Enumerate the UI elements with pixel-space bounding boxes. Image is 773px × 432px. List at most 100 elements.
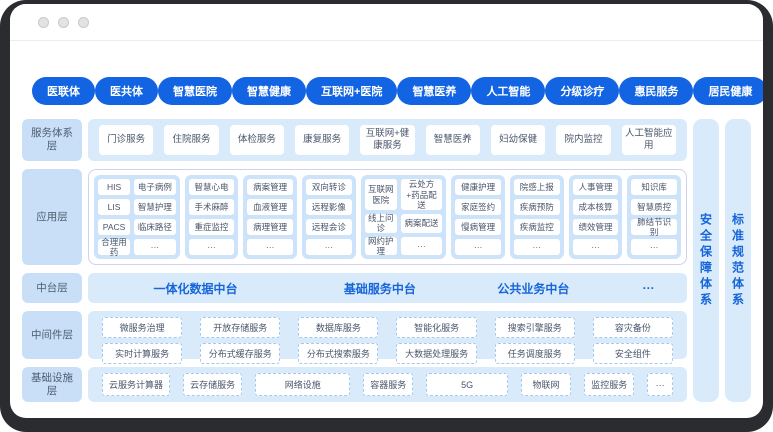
pill-tab[interactable]: 惠民服务 (619, 77, 694, 105)
app-item: 成本核算 (572, 199, 619, 215)
app-item: LIS (98, 199, 131, 215)
app-item: 双向转诊 (305, 179, 352, 195)
app-item: 云处方+药品配送 (400, 179, 443, 211)
pill-tab[interactable]: 医联体 (32, 77, 95, 105)
platform-item: 一体化数据中台 (153, 281, 238, 296)
window-control-dot-icon[interactable] (58, 16, 69, 28)
app-item: 健康护理 (455, 179, 501, 195)
app-column: 双向转诊远程影像远程会诊 ··· (301, 175, 356, 259)
app-column: 院感上报疾病预防疾病监控··· (509, 175, 564, 259)
middleware-item: 容灾备份 (592, 317, 673, 338)
layers-grid: 服务体系层 门诊服务住院服务体检服务康复服务互联网+健康服务智慧医养妇幼保健院内… (22, 119, 751, 402)
top-pill-tabs: 医联体医共体智慧医院智慧健康互联网+医院智慧医养人工智能分级诊疗惠民服务居民健康… (32, 77, 763, 105)
browser-window: 医联体医共体智慧医院智慧健康互联网+医院智慧医养人工智能分级诊疗惠民服务居民健康… (10, 4, 763, 418)
middleware-item: 搜索引擎服务 (494, 317, 575, 338)
platform-item: 公共业务中台 (497, 281, 570, 296)
service-item: 住院服务 (164, 125, 219, 155)
app-item: HIS (98, 179, 131, 195)
app-item: 病案管理 (247, 179, 293, 195)
app-item: 远程会诊 (305, 219, 352, 235)
app-item: 病理管理 (247, 219, 293, 235)
app-item: 互联网医院 (364, 179, 397, 211)
app-column: 互联网医院云处方+药品配送线上问诊病案配送网约护理··· (360, 175, 447, 259)
service-item: 院内监控 (556, 125, 611, 155)
infrastructure-item: 监控服务 (584, 373, 635, 396)
middleware-item: 智能化服务 (396, 317, 477, 338)
platform-item: 基础服务中台 (343, 281, 416, 296)
service-item: 互联网+健康服务 (360, 125, 415, 155)
pill-tab[interactable]: 医共体 (95, 77, 158, 105)
middleware-item: 任务调度服务 (494, 343, 575, 364)
app-item: ··· (305, 239, 352, 255)
app-item: 智慧质控 (631, 199, 677, 215)
security-system-bar: 安全保障体系 (693, 119, 719, 402)
app-item: 电子病例 (134, 179, 176, 195)
service-item: 人工智能应用 (621, 125, 676, 155)
infrastructure-item: ··· (647, 373, 673, 396)
service-item: 妇幼保健 (490, 125, 546, 155)
infrastructure-item: 网络设施 (255, 373, 351, 396)
window-titlebar (10, 4, 763, 41)
platform-item: ··· (642, 281, 655, 295)
pill-tab[interactable]: 智慧医养 (397, 77, 472, 105)
app-column: 智慧心电手术麻醉重症监控··· (184, 175, 239, 259)
middleware-item: 安全组件 (592, 343, 673, 364)
pill-tab[interactable]: 智慧医院 (158, 77, 232, 105)
standards-system-bar: 标准规范体系 (725, 119, 751, 402)
app-item: ··· (455, 239, 501, 255)
window-control-dot-icon[interactable] (38, 16, 49, 28)
app-item: 人事管理 (572, 179, 619, 195)
app-item: 慢病管理 (455, 219, 501, 235)
middleware-item: 微服务治理 (102, 317, 183, 338)
app-item: 临床路径 (134, 219, 176, 235)
service-layer-row: 门诊服务住院服务体检服务康复服务互联网+健康服务智慧医养妇幼保健院内监控人工智能… (88, 119, 687, 161)
layer-label-middleware: 中间件层 (22, 311, 82, 359)
service-item: 体检服务 (229, 125, 284, 155)
layer-label-service: 服务体系层 (22, 119, 82, 161)
app-item: 绩效管理 (572, 219, 619, 235)
app-column: 病案管理血液管理病理管理 ··· (243, 175, 297, 259)
pill-tab[interactable]: 居民健康 (693, 77, 763, 105)
app-item: 血液管理 (247, 199, 293, 215)
app-item: 远程影像 (305, 199, 352, 215)
pill-tab[interactable]: 互联网+医院 (306, 77, 398, 105)
infrastructure-item: 5G (426, 373, 508, 396)
app-item: 网约护理 (364, 236, 397, 256)
pill-tab[interactable]: 人工智能 (471, 77, 546, 105)
infrastructure-item: 物联网 (520, 373, 572, 396)
middleware-item: 数据库服务 (298, 317, 379, 338)
app-item: 疾病监控 (513, 219, 560, 235)
app-item: ··· (247, 239, 293, 255)
pill-tab[interactable]: 分级诊疗 (545, 77, 620, 105)
middleware-item: 分布式搜索服务 (298, 343, 379, 364)
middleware-item: 实时计算服务 (102, 343, 183, 364)
app-item: 合理用药 (98, 237, 131, 257)
middleware-item: 开放存储服务 (200, 317, 281, 338)
diagram-content: 医联体医共体智慧医院智慧健康互联网+医院智慧医养人工智能分级诊疗惠民服务居民健康… (10, 77, 763, 402)
service-item: 康复服务 (294, 125, 350, 155)
pill-tab[interactable]: 智慧健康 (232, 77, 306, 105)
app-item: ··· (572, 239, 619, 255)
app-column: 知识库智慧质控肺结节识别··· (627, 175, 681, 259)
app-item: 知识库 (631, 179, 677, 195)
app-item: 线上问诊 (364, 213, 397, 233)
app-item: 肺结节识别 (631, 217, 677, 237)
app-item: 病案配送 (400, 214, 443, 233)
app-column: 人事管理成本核算绩效管理 ··· (568, 175, 623, 259)
service-item: 智慧医养 (425, 125, 480, 155)
app-item: 智慧护理 (134, 199, 176, 215)
app-item: 院感上报 (513, 179, 560, 195)
app-item: 家庭签约 (455, 199, 501, 215)
window-control-dot-icon[interactable] (78, 16, 89, 28)
app-item: ··· (513, 239, 560, 255)
infrastructure-item: 云服务计算器 (102, 373, 171, 396)
layer-label-application: 应用层 (22, 169, 82, 265)
app-item: ··· (188, 239, 235, 255)
app-column: 健康护理家庭签约慢病管理 ··· (451, 175, 505, 259)
layer-label-middle-platform: 中台层 (22, 273, 82, 303)
